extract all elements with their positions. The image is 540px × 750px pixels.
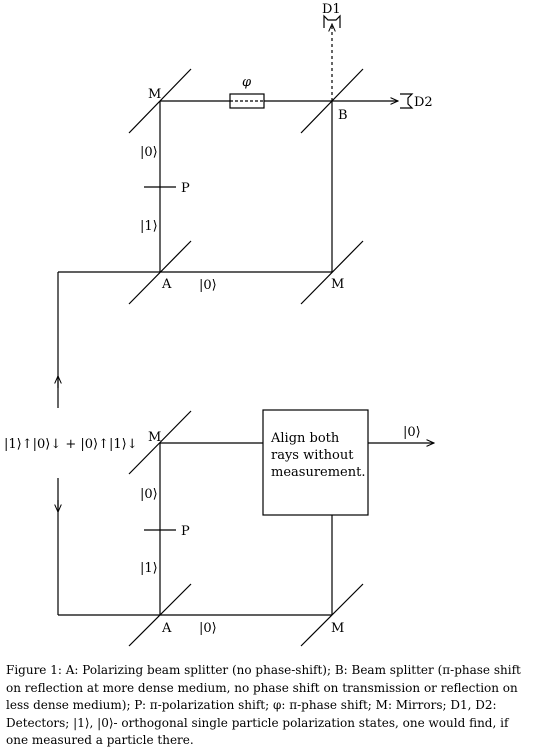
- upper-splitter-a: [128, 240, 192, 305]
- upper-state-bottom-label: |0⟩: [199, 278, 217, 293]
- lower-mirror-bottom: [300, 583, 364, 647]
- align-box: [262, 409, 369, 516]
- lower-splitter-a: [128, 583, 192, 647]
- upper-mirror-bottom: [300, 240, 364, 305]
- upper-state-mid-label: |1⟩: [140, 219, 158, 234]
- lower-state-bottom-label: |0⟩: [199, 621, 217, 636]
- detector-d2-icon: [400, 93, 414, 109]
- upper-state-top-label: |0⟩: [140, 145, 158, 160]
- interferometer-diagram: D1 D2 φ M B |0⟩ P |1⟩ A |0⟩ M |1⟩↑|0⟩↓ +…: [4, 2, 540, 647]
- upper-polarizer-label: P: [181, 181, 190, 196]
- phase-label: φ: [242, 75, 252, 90]
- lower-polarizer-label: P: [181, 524, 190, 539]
- figure-caption: Figure 1: A: Polarizing beam splitter (n…: [6, 662, 534, 750]
- lower-output-state-label: |0⟩: [403, 425, 421, 440]
- detector-d1-label: D1: [322, 2, 341, 17]
- upper-splitter-a-label: A: [161, 277, 172, 292]
- caption-text: A: Polarizing beam splitter (no phase-sh…: [6, 663, 521, 747]
- detector-d2-label: D2: [414, 95, 433, 110]
- lower-mirror-bottom-label: M: [331, 621, 344, 636]
- align-box-line-2: rays without: [271, 448, 354, 463]
- splitter-b: [300, 68, 364, 134]
- lower-mirror-top-label: M: [148, 430, 161, 445]
- input-state-label: |1⟩↑|0⟩↓ + |0⟩↑|1⟩↓: [4, 437, 138, 452]
- upper-mirror-top-label: M: [148, 87, 161, 102]
- caption-label: Figure 1:: [6, 663, 62, 677]
- lower-mirror-top: [128, 410, 192, 475]
- lower-state-mid-label: |1⟩: [140, 561, 158, 576]
- upper-mirror-top: [128, 68, 192, 134]
- align-box-line-3: measurement.: [271, 465, 365, 480]
- lower-state-top-label: |0⟩: [140, 487, 158, 502]
- splitter-b-label: B: [338, 108, 348, 123]
- detector-d1-icon: [323, 14, 341, 28]
- align-box-line-1: Align both: [270, 431, 340, 446]
- lower-splitter-a-label: A: [161, 621, 172, 636]
- upper-mirror-bottom-label: M: [331, 277, 344, 292]
